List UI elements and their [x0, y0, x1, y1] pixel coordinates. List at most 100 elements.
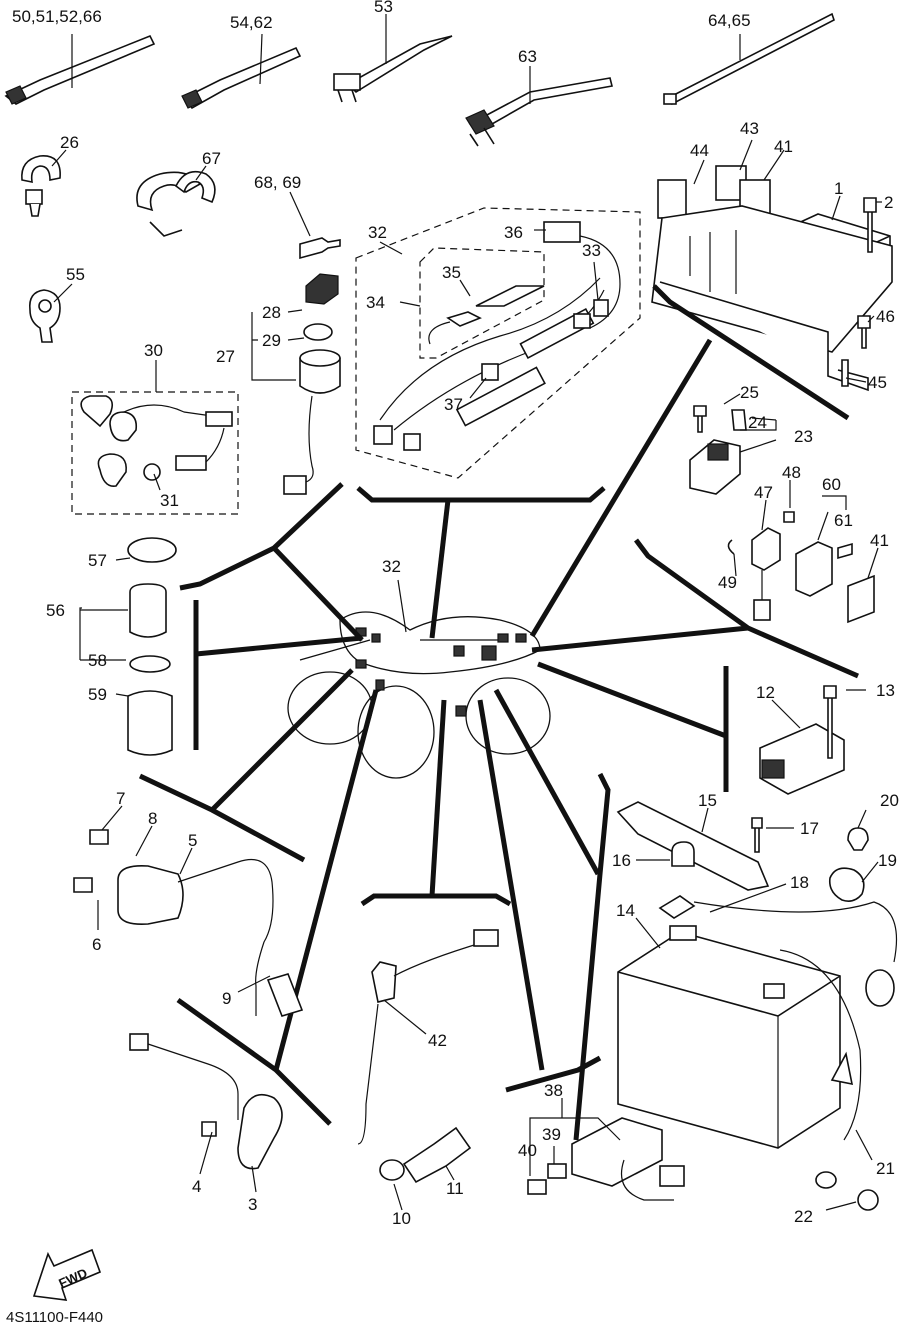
callout-30: 30 — [144, 341, 163, 360]
wire-harness-box — [355, 207, 641, 479]
callout-14: 14 — [616, 901, 635, 920]
rectifier-12 — [759, 685, 845, 795]
callout-25: 25 — [740, 383, 759, 402]
battery-cable-18 — [658, 895, 898, 1007]
callout-4: 4 — [192, 1177, 201, 1196]
harness-sub-box-34 — [419, 247, 545, 359]
callout-45: 45 — [868, 373, 887, 392]
callout-22: 22 — [794, 1207, 813, 1226]
callout-39: 39 — [542, 1125, 561, 1144]
callout-56: 56 — [46, 601, 65, 620]
ignition-coil-5 — [73, 829, 304, 1017]
callout-28: 28 — [262, 303, 281, 322]
callout-8: 8 — [148, 809, 157, 828]
callout-64-65: 64,65 — [708, 11, 751, 30]
callout-5: 5 — [188, 831, 197, 850]
callout-41-top: 41 — [774, 137, 793, 156]
relay-38 — [527, 1117, 685, 1201]
callout-37: 37 — [444, 395, 463, 414]
callout-46: 46 — [876, 307, 895, 326]
cable-clip-53 — [333, 35, 453, 103]
clamp-67 — [136, 170, 216, 237]
bulb-sockets-30 — [80, 395, 233, 487]
callout-1: 1 — [834, 179, 843, 198]
key-68 — [299, 237, 341, 260]
callout-55: 55 — [66, 265, 85, 284]
group-brackets — [138, 284, 859, 1141]
callout-42: 42 — [428, 1031, 447, 1050]
callout-38: 38 — [544, 1081, 563, 1100]
callout-34: 34 — [366, 293, 385, 312]
callout-43: 43 — [740, 119, 759, 138]
main-switch-27 — [283, 273, 341, 495]
sensor-3 — [129, 1033, 283, 1170]
callout-3: 3 — [248, 1195, 257, 1214]
relay-47-60 — [727, 511, 875, 624]
callout-27: 27 — [216, 347, 235, 366]
callout-63: 63 — [518, 47, 537, 66]
neutral-switch-42 — [357, 929, 499, 1145]
callout-29: 29 — [262, 331, 281, 350]
starter-relay-23 — [689, 405, 747, 495]
switch-11 — [379, 1126, 472, 1184]
callout-9: 9 — [222, 989, 231, 1008]
socket-56 — [127, 537, 177, 756]
callout-labels: 50,51,52,66 54,62 53 63 64,65 26 67 68, … — [6, 0, 899, 1326]
callout-53: 53 — [374, 0, 393, 16]
wire-harness-32 — [373, 221, 621, 451]
callout-20: 20 — [880, 791, 899, 810]
cable-tie-64 — [663, 12, 835, 106]
callout-7: 7 — [116, 789, 125, 808]
callout-23: 23 — [794, 427, 813, 446]
callout-49: 49 — [718, 573, 737, 592]
cable-tie-63 — [465, 77, 613, 147]
callout-48: 48 — [782, 463, 801, 482]
fwd-arrow-icon: FWD — [32, 1248, 102, 1301]
ground-cable-21 — [779, 949, 879, 1211]
battery-14 — [617, 925, 841, 1149]
callout-60: 60 — [822, 475, 841, 494]
clamp-26 — [21, 155, 61, 217]
callout-18: 18 — [790, 873, 809, 892]
callout-16: 16 — [612, 851, 631, 870]
callout-32-harness: 32 — [368, 223, 387, 242]
callout-44: 44 — [690, 141, 709, 160]
callout-15: 15 — [698, 791, 717, 810]
callout-59: 59 — [88, 685, 107, 704]
callout-36: 36 — [504, 223, 523, 242]
callout-40: 40 — [518, 1141, 537, 1160]
callout-31: 31 — [160, 491, 179, 510]
diagram-code: 4S11100-F440 — [6, 1309, 103, 1326]
callout-17: 17 — [800, 819, 819, 838]
clip-55 — [28, 289, 61, 343]
callout-57: 57 — [88, 551, 107, 570]
bolts-2-46 — [841, 197, 877, 387]
cable-tie-54 — [181, 46, 302, 110]
callout-12: 12 — [756, 683, 775, 702]
callout-35: 35 — [442, 263, 461, 282]
callout-24: 24 — [748, 413, 767, 432]
callout-21: 21 — [876, 1159, 895, 1178]
callout-10: 10 — [392, 1209, 411, 1228]
battery-bracket-15 — [616, 801, 770, 891]
callout-6: 6 — [92, 935, 101, 954]
callout-58: 58 — [88, 651, 107, 670]
callout-13: 13 — [876, 681, 895, 700]
callout-19: 19 — [878, 851, 897, 870]
callout-67: 67 — [202, 149, 221, 168]
callout-54-62: 54,62 — [230, 13, 273, 32]
callout-50-51-52-66: 50,51,52,66 — [12, 7, 102, 26]
callout-41-right: 41 — [870, 531, 889, 550]
callout-32-center: 32 — [382, 557, 401, 576]
callout-11: 11 — [446, 1179, 464, 1198]
callout-26: 26 — [60, 133, 79, 152]
callout-61: 61 — [834, 511, 853, 530]
callout-2: 2 — [884, 193, 893, 212]
callout-33: 33 — [582, 241, 601, 260]
clip-19-20 — [828, 827, 869, 902]
leader-lines — [51, 14, 882, 1211]
callout-68-69: 68, 69 — [254, 173, 301, 192]
callout-47: 47 — [754, 483, 773, 502]
cable-tie-50 — [4, 34, 156, 105]
